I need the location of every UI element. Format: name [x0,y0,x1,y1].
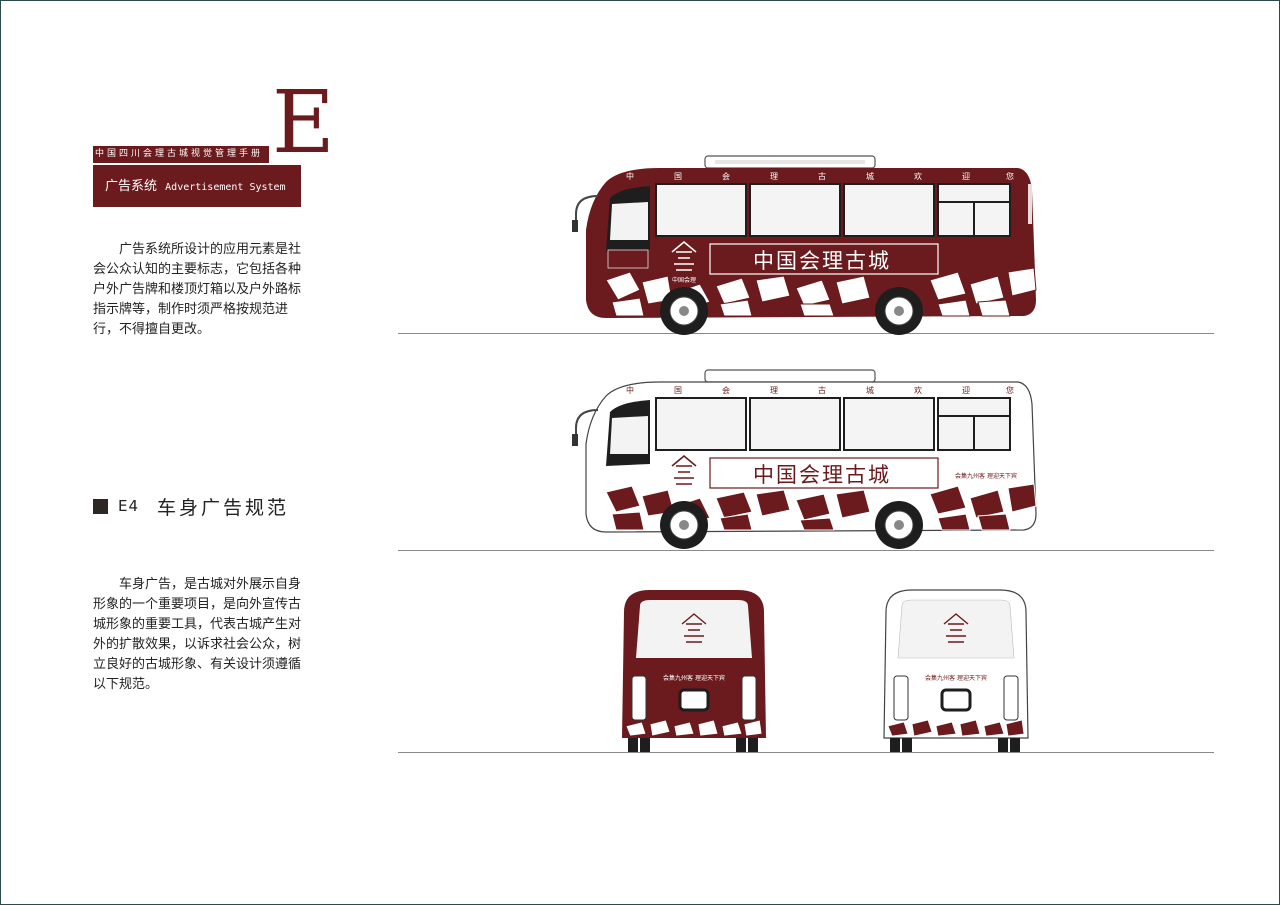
banner-text: 中国会理古城 [753,463,891,487]
ancient-city-logo-icon [671,240,697,271]
svg-text:城: 城 [866,172,874,181]
ground-line [398,550,1214,551]
heading-code: E4 [118,497,140,515]
svg-text:您: 您 [1006,171,1014,181]
svg-text:城: 城 [866,386,874,395]
svg-text:会: 会 [722,385,730,395]
svg-text:理: 理 [770,386,778,395]
bus-rear-white: 会集九州客 理迎天下宾 [883,589,1029,752]
svg-text:迎: 迎 [962,171,970,181]
header-divider [93,165,301,166]
slogan-text: 会集九州客 理迎天下宾 [925,674,987,682]
ancient-city-logo-icon [943,613,969,643]
section-label-cn: 广告系统 [105,179,158,194]
svg-text:古: 古 [818,385,826,395]
svg-text:迎: 迎 [962,385,970,395]
ground-line [398,333,1214,334]
svg-text:欢: 欢 [914,171,922,181]
svg-text:国: 国 [674,386,682,395]
svg-text:理: 理 [770,172,778,181]
svg-text:您: 您 [1006,385,1014,395]
svg-text:国: 国 [674,172,682,181]
svg-text:古: 古 [818,171,826,181]
svg-text:欢: 欢 [914,385,922,395]
bus-side-white: 中国会理古城 会集九州客 理迎天下宾 中 国 会 理 古 城 欢 迎 您 [572,369,1037,549]
heading-title: 车身广告规范 [157,496,290,519]
section-heading: E4 车身广告规范 [93,494,290,519]
body-paragraph: 车身广告，是古城对外展示自身形象的一个重要项目，是向外宣传古城形象的重要工具，代… [93,577,302,692]
manual-header: 中国四川会理古城视觉管理手册 [93,146,301,208]
svg-text:中: 中 [626,171,634,181]
heading-bullet-icon [93,498,108,514]
ancient-city-logo-icon [681,613,707,643]
slogan-text: 会集九州客 理迎天下宾 [955,472,1017,480]
bus-side-red: 中国会理 中国会理古城 中 国 会 理 古 城 欢 迎 您 [572,155,1037,335]
bus-rear-red: 会集九州客 理迎天下宾 [622,590,766,752]
section-label-en: Advertisement System [165,182,286,193]
section-letter: E [272,73,335,173]
manual-title: 中国四川会理古城视觉管理手册 [93,146,269,163]
svg-text:中: 中 [626,385,634,395]
section-label: 广告系统 Advertisement System [93,166,301,207]
logo-caption: 中国会理 [672,276,696,284]
slogan-text: 会集九州客 理迎天下宾 [663,674,725,682]
banner-text: 中国会理古城 [753,249,891,273]
intro-paragraph: 广告系统所设计的应用元素是社会公众认知的主要标志，它包括各种户外广告牌和楼顶灯箱… [93,242,302,337]
ancient-city-logo-icon [671,454,697,485]
svg-text:会: 会 [722,171,730,181]
ground-line [398,752,1214,753]
